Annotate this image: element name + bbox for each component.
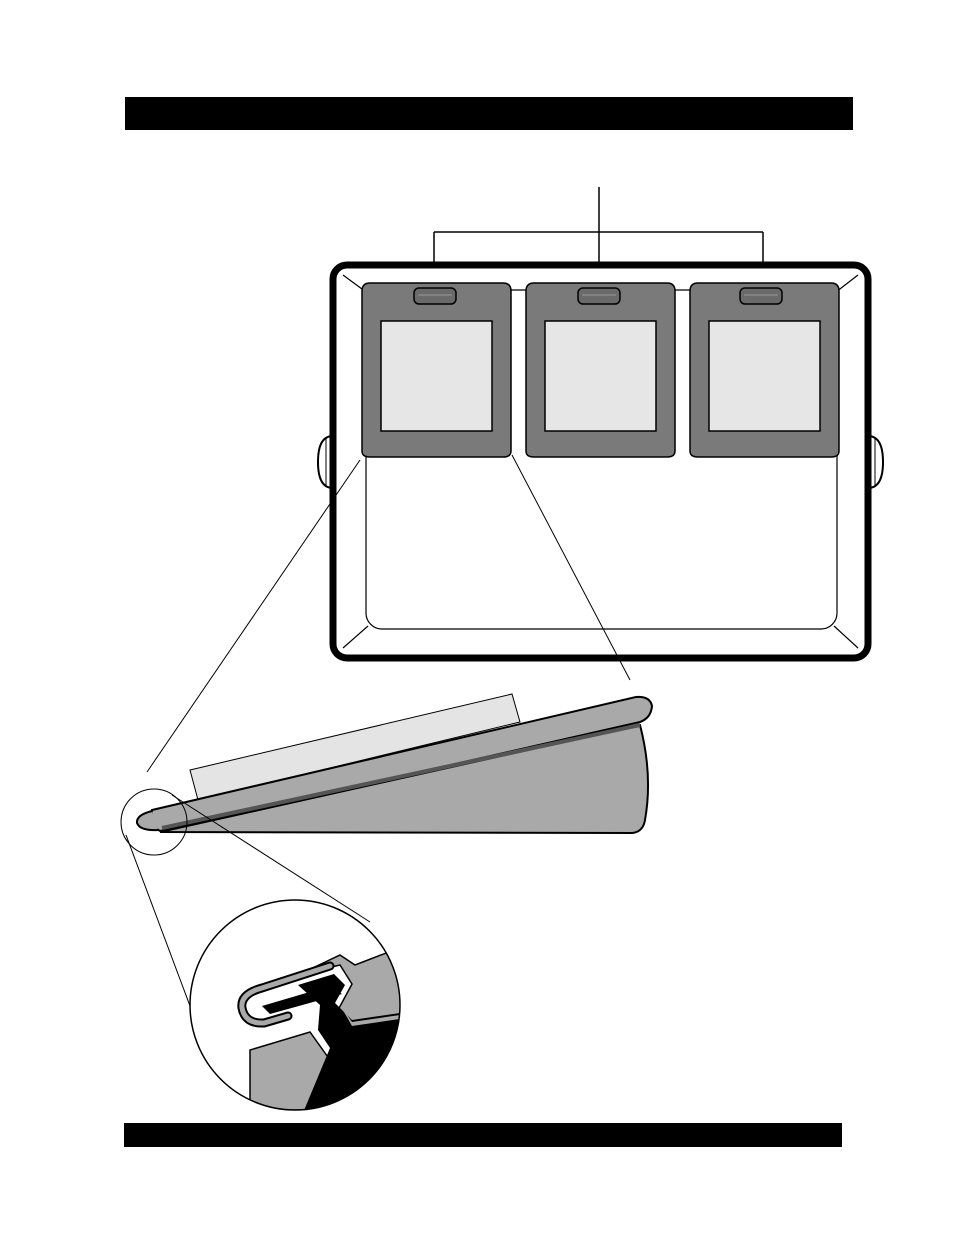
compartment-3-window (709, 321, 820, 431)
compartment-1-latch (414, 288, 456, 304)
compartment-2-window (545, 321, 656, 431)
compartment-1 (362, 283, 511, 457)
magnified-detail (190, 900, 420, 1120)
compartment-3-latch (740, 288, 782, 304)
compartment-2-latch (578, 288, 620, 304)
compartment-2 (526, 283, 675, 457)
compartment-3 (690, 283, 839, 457)
case-side-view (121, 694, 652, 855)
case-top-view (318, 265, 883, 658)
footer-bar (124, 1123, 842, 1147)
callout-arrows (434, 187, 763, 274)
compartment-1-window (381, 321, 492, 431)
